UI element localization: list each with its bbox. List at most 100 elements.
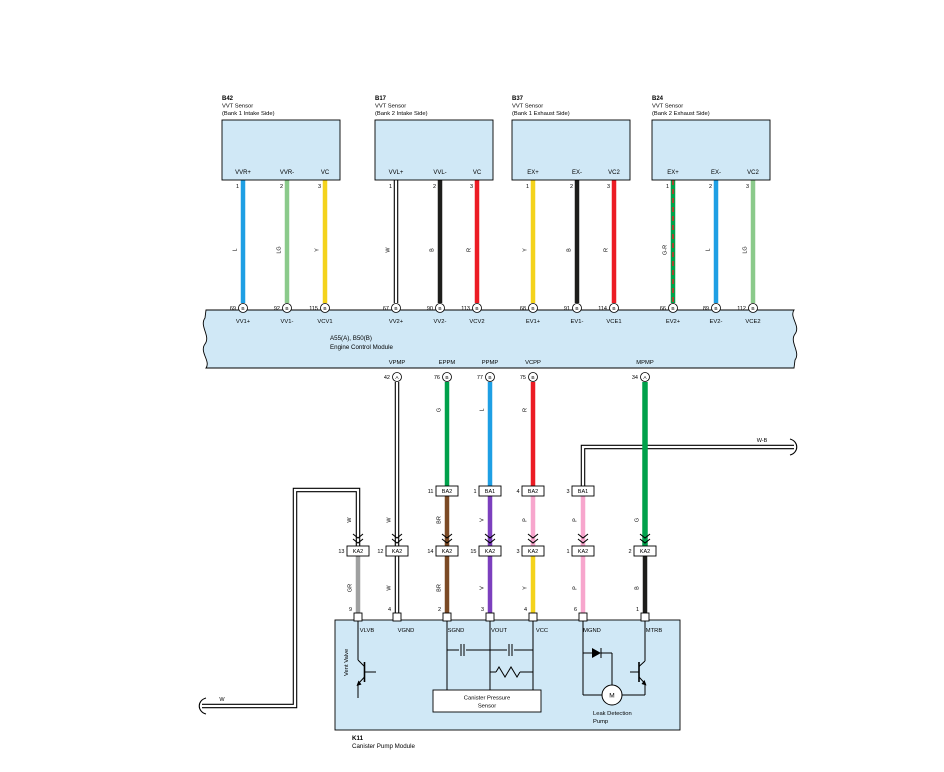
ecm-connector-letter: B [575, 306, 578, 312]
wire-color-label: W [386, 247, 392, 253]
inline-connector-number: 14 [427, 549, 433, 555]
inline-connector-box [571, 545, 595, 557]
module-pin-name: VLVB [360, 628, 375, 634]
sensor-pin-number: 3 [318, 184, 321, 190]
background-layer: A55(A), B50(B) Engine Control Module K11… [202, 309, 798, 750]
sensor-id: B17 [375, 96, 387, 102]
inline-connector-number: 4 [516, 489, 519, 495]
ecm-bottom-terminal-name: PPMP [482, 360, 499, 366]
ecm-terminal-name: EV2- [710, 319, 723, 325]
ecm-connector-circle [238, 303, 248, 313]
resistor-zigzag-icon [495, 666, 521, 678]
ecm-subtitle: Engine Control Module [330, 344, 394, 351]
offpage-connectors [198, 438, 798, 715]
ecm-connector-circle [668, 303, 678, 313]
ecm-terminal-number: 69 [230, 306, 236, 312]
module-pin-name: VCC [536, 628, 548, 634]
harness-junction-chevron-icon [639, 533, 651, 539]
ecm-connector-circle [609, 303, 619, 313]
harness-junction-chevron-icon [577, 533, 589, 539]
ecm-terminal-name: VV2- [434, 319, 447, 325]
ecm-terminal-number: 91 [564, 306, 570, 312]
ecm-terminal-name: VV2+ [389, 319, 404, 325]
inline-connector-box [478, 485, 502, 497]
module-pin-number: 9 [349, 607, 352, 613]
sensor-pin-number: 1 [526, 184, 529, 190]
inline-connector-number: 3 [516, 549, 519, 555]
wire-color-label: G-R [663, 245, 669, 255]
wire-color-label: R [604, 248, 610, 252]
sensor-pin-name: VVR+ [235, 170, 251, 176]
ecm-connector-letter: B [241, 306, 244, 312]
ecm-bottom-terminal-name: VCPP [525, 360, 541, 366]
ecm-terminal-name: VV1+ [236, 319, 251, 325]
module-pin-number: 6 [574, 607, 577, 613]
harness-junction-chevron-icon [352, 533, 364, 539]
module-pin [442, 612, 452, 622]
ecm-connector-letter: B [612, 306, 615, 312]
ecm-connector-circle [640, 372, 650, 382]
ecm-connector-letter: B [751, 306, 754, 312]
inline-connector-box [435, 485, 459, 497]
offpage-connector-icon-right [789, 438, 798, 456]
sensor-side: (Bank 2 Intake Side) [375, 111, 428, 117]
ecm-bottom-terminal-name: EPPM [439, 360, 456, 366]
module-pin-number: 3 [481, 607, 484, 613]
wire-color-label: B [430, 248, 436, 252]
motor-letter: M [609, 693, 614, 700]
ecm-connector-circle [282, 303, 292, 313]
harness-junction-chevron-icon [441, 533, 453, 539]
module-pin-name: MTRB [646, 628, 663, 634]
ecm-connector-letter: B [671, 306, 674, 312]
module-pin-number: 4 [388, 607, 391, 613]
inline-connector-box [633, 545, 657, 557]
ecm-terminal-name: EV2+ [666, 319, 681, 325]
ecm-title: A55(A), B50(B) [330, 335, 372, 342]
ecm-connector-letter: B [445, 375, 448, 381]
wire-W-B-core [581, 445, 794, 486]
wire-color-label: V [480, 518, 486, 522]
inline-connector-box [385, 545, 409, 557]
sensor-pin-number: 2 [709, 184, 712, 190]
sensor-pin-number: 3 [746, 184, 749, 190]
inline-connector-box [571, 485, 595, 497]
canister-pressure-sensor-box [432, 689, 542, 713]
sensor-pin-number: 1 [236, 184, 239, 190]
ecm-connector-circle [472, 303, 482, 313]
harness-junction-chevron-icon [484, 538, 496, 544]
inline-connector-number: 1 [566, 549, 569, 555]
wire-color-label: W [347, 517, 353, 523]
ecm-connector-circle [485, 372, 495, 382]
module-pin-name: VOUT [491, 628, 508, 634]
sensor-name: VVT Sensor [222, 104, 253, 110]
ecm-terminal-name: EV1+ [526, 319, 541, 325]
ecm-connector-circle [320, 303, 330, 313]
wire-color-label: W [387, 585, 393, 591]
sensor-id: B24 [652, 96, 664, 102]
wire-color-label: V [480, 586, 486, 590]
inline-connector-box [435, 545, 459, 557]
sensor-pin-name: EX+ [667, 170, 679, 176]
ecm-connector-letter: B [285, 306, 288, 312]
wire-color-label: P [573, 518, 579, 522]
inline-connector-code: BA1 [485, 489, 495, 495]
sensor-id: B37 [512, 96, 524, 102]
wire-color-label: B [635, 586, 641, 590]
wire-color-label: L [233, 248, 239, 251]
sensor-side: (Bank 1 Intake Side) [222, 111, 275, 117]
ecm-terminal-number: 75 [520, 375, 526, 381]
sensor-pin-number: 1 [666, 184, 669, 190]
inline-connector-code: KA2 [578, 549, 588, 555]
ecm-terminal-number: 67 [383, 306, 389, 312]
module-pin-name: SGND [448, 628, 465, 634]
inline-connector-number: 2 [628, 549, 631, 555]
ecm-terminal-number: 42 [384, 375, 390, 381]
module-pin [640, 612, 650, 622]
module-pin-number: 1 [636, 607, 639, 613]
ecm-box [202, 309, 798, 369]
wire-color-label: LG [277, 246, 283, 253]
